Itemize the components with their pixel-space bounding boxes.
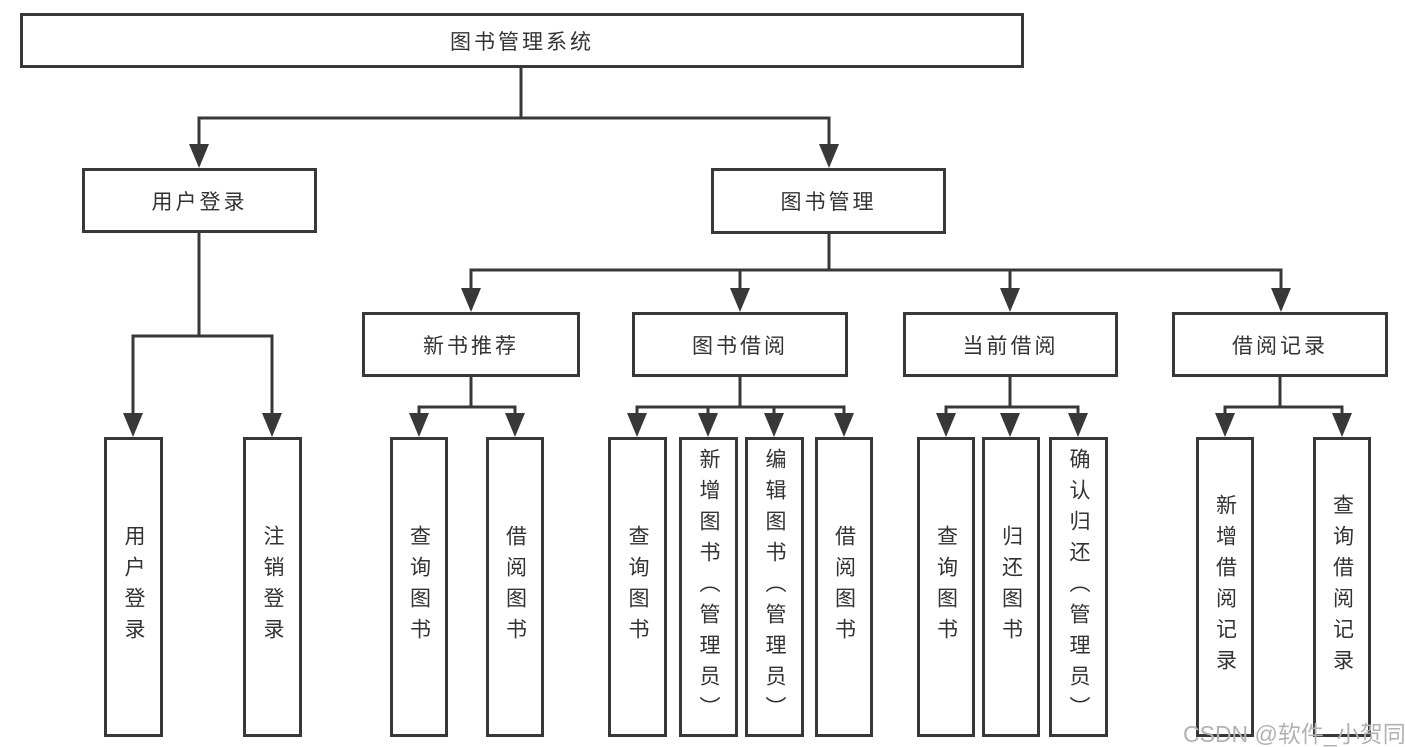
leaf-add-book-admin: 新增图书（管理员） <box>679 437 738 737</box>
node-label: 查询借阅记录 <box>1330 494 1354 680</box>
leaf-query-book-2: 查询图书 <box>608 437 667 737</box>
csdn-watermark: CSDN @软件_小贺同学 <box>1183 721 1405 747</box>
node-user-login: 用户登录 <box>82 168 317 233</box>
node-book-borrow: 图书借阅 <box>632 312 848 377</box>
leaf-edit-book-admin: 编辑图书（管理员） <box>745 437 804 737</box>
node-label: 用户登录 <box>151 190 248 214</box>
node-label: 图书管理系统 <box>450 30 594 54</box>
leaf-query-borrow-record: 查询借阅记录 <box>1313 437 1371 737</box>
node-book-management: 图书管理 <box>711 168 946 234</box>
node-label: 图书管理 <box>780 191 877 214</box>
node-new-book-recommend: 新书推荐 <box>362 312 580 377</box>
leaf-query-book-3: 查询图书 <box>917 437 975 737</box>
node-label: 确认归还（管理员） <box>1067 447 1090 727</box>
node-label: 新增借阅记录 <box>1213 494 1237 680</box>
node-label: 图书借阅 <box>692 334 788 358</box>
node-current-borrow: 当前借阅 <box>903 312 1118 377</box>
node-label: 编辑图书（管理员） <box>763 447 786 727</box>
node-label: 借阅图书 <box>503 525 527 649</box>
leaf-borrow-book-2: 借阅图书 <box>815 437 873 737</box>
leaf-confirm-return-admin: 确认归还（管理员） <box>1049 437 1108 737</box>
node-label: 查询图书 <box>934 525 958 649</box>
leaf-user-login: 用户登录 <box>104 437 163 737</box>
leaf-add-borrow-record: 新增借阅记录 <box>1196 437 1254 737</box>
node-label: 查询图书 <box>407 525 431 649</box>
node-label: 用户登录 <box>122 525 145 649</box>
leaf-return-book: 归还图书 <box>982 437 1040 737</box>
leaf-logout: 注销登录 <box>243 437 302 737</box>
arrowheads <box>123 144 1352 437</box>
node-label: 借阅图书 <box>832 525 856 649</box>
node-label: 查询图书 <box>626 525 649 649</box>
node-root-library-system: 图书管理系统 <box>20 13 1024 68</box>
node-label: 注销登录 <box>261 525 284 649</box>
node-label: 当前借阅 <box>962 334 1059 358</box>
node-borrow-record: 借阅记录 <box>1172 312 1388 377</box>
node-label: 新书推荐 <box>423 334 519 358</box>
leaf-query-book-1: 查询图书 <box>390 437 448 737</box>
node-label: 归还图书 <box>999 525 1023 649</box>
node-label: 新增图书（管理员） <box>697 447 720 727</box>
leaf-borrow-book-1: 借阅图书 <box>486 437 544 737</box>
node-label: 借阅记录 <box>1232 334 1328 358</box>
